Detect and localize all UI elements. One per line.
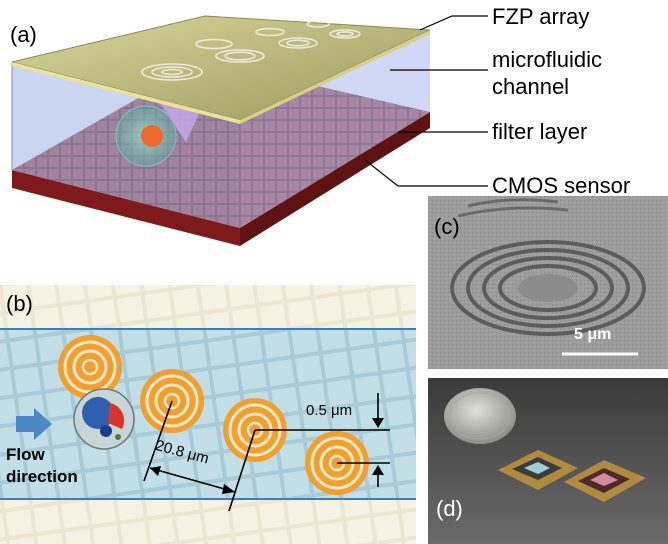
dimension-lines: [143, 393, 390, 512]
chip-2: [564, 460, 646, 502]
fzp-array-plate: [11, 15, 431, 124]
flow-arrow-icon: [16, 408, 52, 440]
panel-c-label: (c): [434, 214, 460, 239]
fzp-array-callout: FZP array: [492, 4, 590, 29]
sem-zone-plate-image: [428, 196, 668, 369]
panel-b-illustration: [0, 285, 416, 544]
panel-a-label: (a): [10, 22, 37, 47]
cmos-sensor-callout: CMOS sensor: [492, 173, 631, 198]
cell-illustration-b: [73, 388, 135, 450]
panel-d: (d): [428, 378, 668, 544]
panel-a: (a) FZP array microfluidic channel filte…: [0, 0, 668, 250]
offset-label: 0.5 μm: [306, 402, 353, 419]
cell-illustration: [115, 105, 177, 167]
chip-1: [498, 450, 578, 490]
scale-bar-label: 5 μm: [574, 326, 612, 343]
microfluidic-callout-line2: channel: [492, 74, 570, 99]
flow-direction-label-line2: direction: [6, 467, 78, 486]
callout-leader-lines: [364, 15, 488, 187]
microfluidic-callout-line1: microfluidic: [492, 47, 603, 72]
panel-b-label: (b): [6, 291, 33, 316]
panel-d-label: (d): [436, 496, 463, 521]
flow-direction-label-line1: Flow: [6, 445, 45, 464]
coin: [444, 388, 516, 444]
filter-layer-callout: filter layer: [492, 119, 588, 144]
panel-a-illustration: [11, 15, 488, 246]
fzp-lens-1: [58, 335, 122, 399]
panel-b: (b) 20.8 μm 0.5 μm Flow direction: [0, 285, 416, 544]
panel-c: (c) 5 μm: [428, 196, 668, 369]
device-photo: [428, 378, 668, 544]
